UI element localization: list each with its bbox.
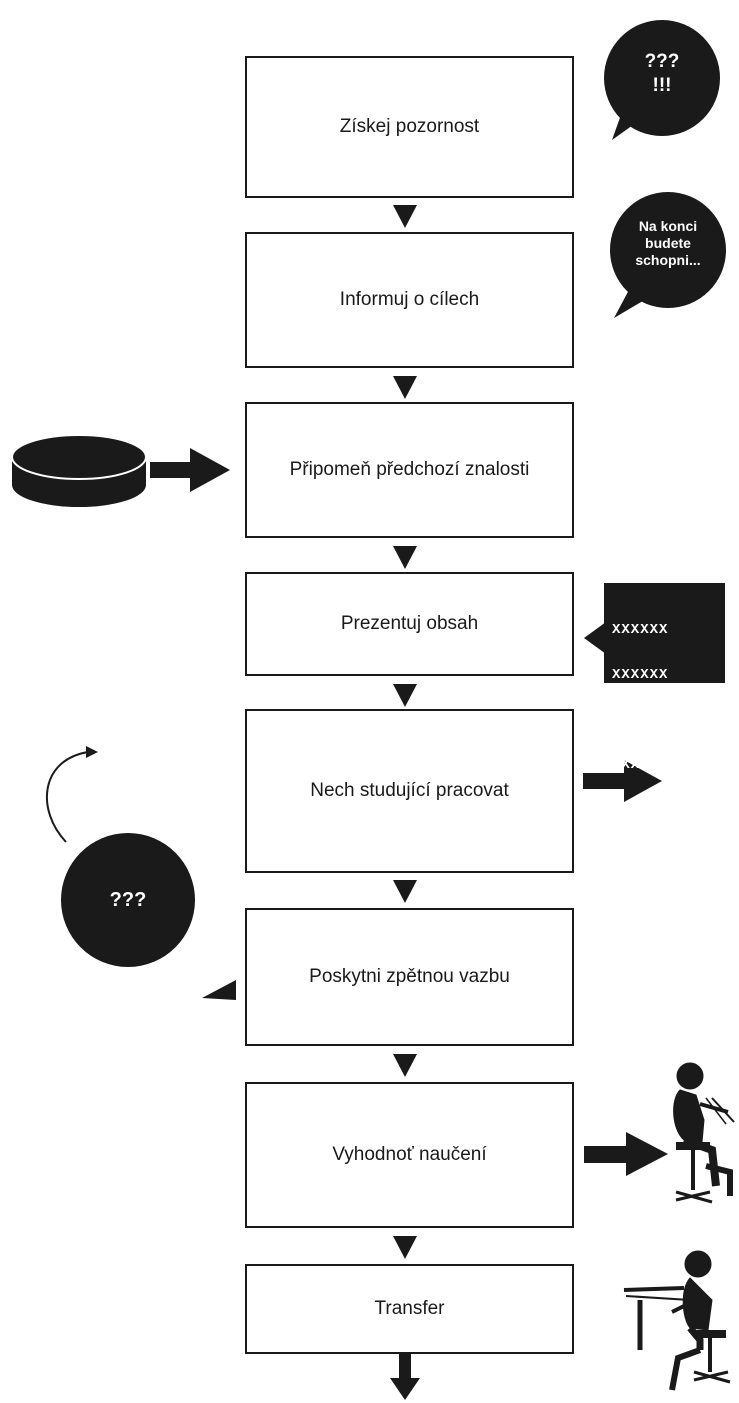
speech-bubble-icon — [604, 20, 720, 140]
step-label: Připomeň předchozí znalosti — [289, 459, 530, 481]
arrow-out-practice — [583, 760, 662, 802]
grid-row: XXXXXX — [612, 802, 669, 818]
down-arrow-3 — [393, 546, 417, 569]
step-label: Nech studující pracovat — [310, 780, 509, 802]
bubble-line: budete — [645, 235, 691, 251]
step-provide-feedback: Poskytni zpětnou vazbu — [245, 908, 574, 1046]
bubble-line: ??? — [644, 51, 680, 72]
down-arrow-5 — [393, 880, 417, 903]
content-grid-icon — [584, 583, 725, 683]
step-recall-prior-knowledge: Připomeň předchozí znalosti — [245, 402, 574, 538]
step-label: Poskytni zpětnou vazbu — [309, 966, 510, 988]
grid-row: XXXXXX — [612, 757, 669, 773]
circular-arrow-icon — [45, 746, 98, 843]
step-label: Prezentuj obsah — [340, 613, 479, 635]
step-label: Informuj o cílech — [339, 289, 480, 311]
down-arrow-6 — [393, 1054, 417, 1077]
grid-row: XXXXXX — [612, 622, 669, 638]
down-arrow-4 — [393, 684, 417, 707]
grid-row: XXXXXX — [612, 667, 669, 683]
down-arrow-7 — [393, 1236, 417, 1259]
student-reading-icon — [673, 1062, 735, 1204]
content-grid-text: XXXXXX XXXXXX XXXXXX XXXXXX XXXXXX — [612, 593, 722, 833]
step-label: Transfer — [374, 1298, 445, 1320]
step-label: Získej pozornost — [339, 116, 480, 138]
step-guide-practice: Nech studující pracovat — [245, 709, 574, 873]
bubble-line: !!! — [652, 75, 672, 96]
down-arrow-1 — [393, 205, 417, 228]
speech-bubble-icon — [610, 192, 726, 318]
down-arrow-2 — [393, 376, 417, 399]
step-inform-objectives: Informuj o cílech — [245, 232, 574, 368]
step-gain-attention: Získej pozornost — [245, 56, 574, 198]
objectives-bubble-text: Na konci budete schopni... — [618, 218, 718, 269]
step-label: Vyhodnoť naučení — [332, 1144, 487, 1166]
bubble-line: ??? — [109, 889, 147, 911]
grid-row: XXXXXX — [612, 712, 669, 728]
step-present-content: Prezentuj obsah — [245, 572, 574, 676]
bubble-line: Na konci — [638, 218, 698, 234]
arrow-out-evaluate — [584, 1132, 668, 1176]
step-assess-learning: Vyhodnoť naučení — [245, 1082, 574, 1228]
attention-bubble-text: ??? !!! — [612, 50, 712, 98]
database-icon — [11, 434, 147, 507]
student-drawing-icon — [623, 1250, 731, 1391]
feedback-bubble-icon — [61, 833, 236, 1000]
arrow-into-recall — [150, 448, 230, 492]
step-transfer: Transfer — [245, 1264, 574, 1354]
bubble-line: schopni... — [635, 252, 701, 268]
feedback-bubble-text: ??? — [78, 888, 178, 912]
